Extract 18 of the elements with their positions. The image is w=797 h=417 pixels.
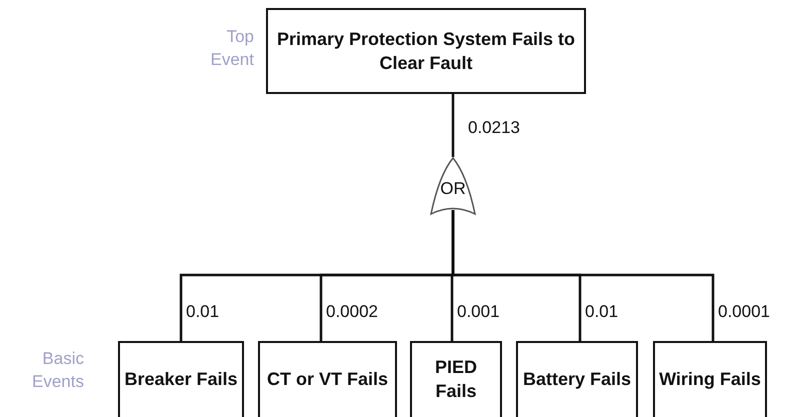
side-label: Top Event: [210, 26, 254, 71]
side-label: Basic Events: [31, 348, 84, 393]
top-event-box: [266, 8, 586, 94]
event-text: PIED Fails: [434, 356, 478, 403]
event-text: Wiring Fails: [659, 368, 761, 391]
basic-event-box: [118, 341, 244, 417]
connector-line: [452, 94, 454, 157]
basic-event-box: [258, 341, 397, 417]
or-gate: [430, 157, 476, 217]
event-text: Breaker Fails: [124, 368, 238, 391]
basic-event-box: [410, 341, 502, 417]
connector-line: [452, 210, 714, 341]
basic-event-box: [516, 341, 638, 417]
event-text: Battery Fails: [522, 368, 632, 391]
event-text: CT or VT Fails: [266, 368, 388, 391]
event-text: Primary Protection System Fails to Clear Fault: [276, 28, 576, 75]
basic-event-box: [653, 341, 767, 417]
gate-label: OR: [440, 178, 466, 200]
